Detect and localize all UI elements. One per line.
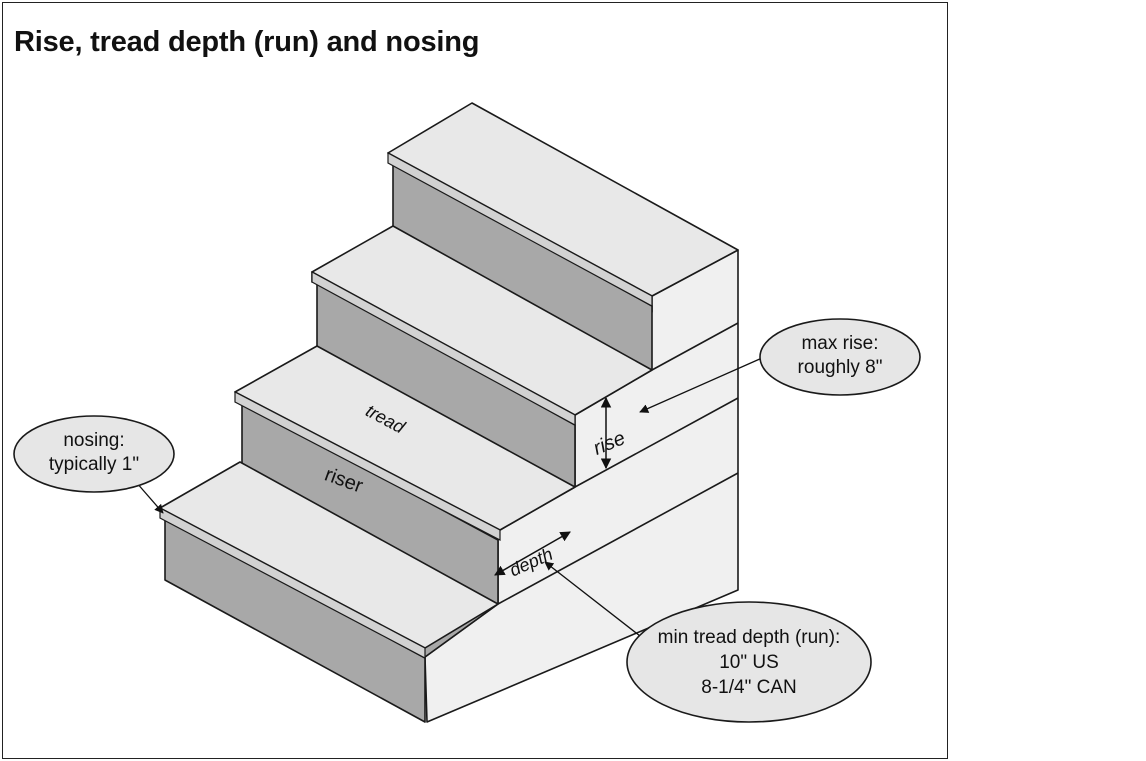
max-rise-callout: max rise: roughly 8" (759, 318, 921, 396)
max-rise-callout-line2: roughly 8" (798, 357, 883, 378)
min-tread-callout-line1: min tread depth (run): (658, 627, 841, 648)
nosing-callout: nosing: typically 1" (13, 415, 175, 493)
nosing-4 (387, 151, 653, 308)
nosing-callout-line2: typically 1" (49, 454, 139, 475)
side-step-line-2 (497, 472, 739, 605)
min-tread-leader (544, 561, 641, 637)
max-rise-leader (639, 357, 763, 413)
min-tread-callout-line3: 8-1/4" CAN (701, 677, 796, 698)
min-tread-callout-line2: 10" US (719, 652, 779, 673)
nosing-callout-line1: nosing: (63, 430, 124, 451)
side-step-line-1 (574, 397, 739, 488)
side-step-line-3 (651, 322, 739, 371)
nosing-3 (311, 270, 576, 427)
depth-arrow (494, 531, 571, 576)
nosing-leader (135, 481, 164, 514)
diagram-title: Rise, tread depth (run) and nosing (14, 26, 480, 58)
min-tread-callout: min tread depth (run): 10" US 8-1/4" CAN (626, 601, 872, 723)
max-rise-callout-line1: max rise: (801, 333, 878, 354)
nosing-1 (159, 507, 426, 659)
